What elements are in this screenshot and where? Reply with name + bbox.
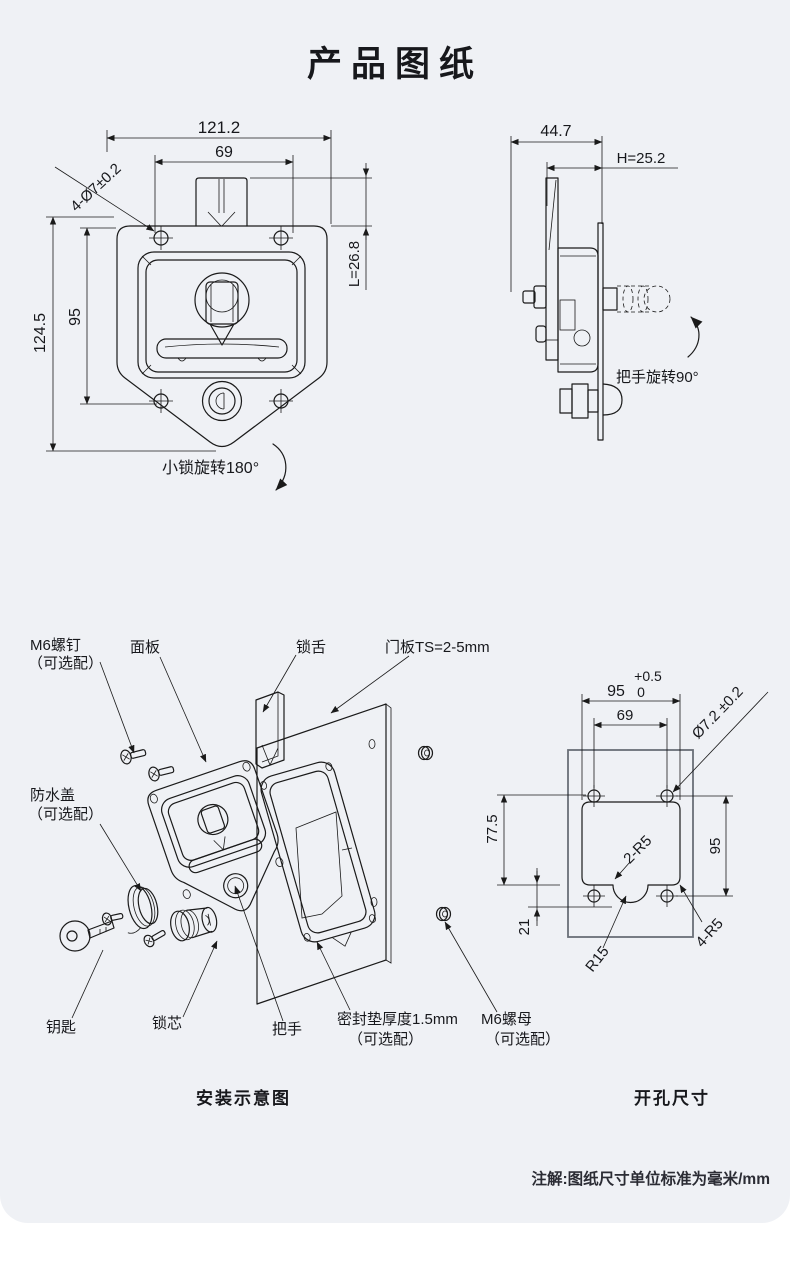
dim-left-height: 77.5	[484, 814, 501, 843]
label-waterproof-cover: 防水盖	[30, 787, 75, 804]
dim-top-corner-radius: 2-R5	[620, 832, 655, 867]
cover-screw-part	[101, 912, 124, 926]
page-title: 产品图纸	[306, 45, 483, 84]
m6-screw-part	[120, 749, 147, 765]
front-mounting-holes	[149, 226, 293, 413]
label-screw-optional: （可选配）	[28, 655, 103, 672]
label-gasket: 密封垫厚度1.5mm	[337, 1011, 458, 1028]
side-view-dimensions: 44.7 H=25.2	[510, 123, 678, 292]
cutout-dimensions: 95 +0.5 0 69 Ø7.2 ±0.2 77.5 95 21 2-R5	[484, 668, 769, 975]
key-part	[59, 920, 115, 952]
rotate-180-arrow-icon	[272, 443, 288, 491]
label-cover-optional: （可选配）	[28, 806, 103, 823]
side-rotate-note: 把手旋转90°	[616, 369, 699, 386]
dim-cutout-width: 95	[607, 683, 625, 700]
dim-cutout-hole-spacing-h: 95	[707, 838, 724, 855]
label-nut-optional: （可选配）	[485, 1031, 560, 1048]
label-lock-core: 锁芯	[152, 1015, 182, 1032]
side-view-drawing: 44.7 H=25.2 把手旋转90°	[510, 123, 703, 441]
unit-note: 注解:图纸尺寸单位标准为毫米/mm	[531, 1169, 770, 1188]
exploded-labels: M6螺钉 （可选配） 面板 锁舌 门板TS=2-5mm 防水盖 （可选配） 钥匙…	[28, 637, 560, 1048]
dim-overall-width: 121.2	[198, 118, 241, 137]
dim-notch-depth: 21	[516, 919, 533, 936]
label-door-panel: 门板TS=2-5mm	[385, 638, 490, 656]
label-key: 钥匙	[46, 1019, 76, 1036]
m6-nut-part	[417, 745, 434, 761]
label-panel: 面板	[130, 638, 160, 656]
front-panel-part	[147, 760, 284, 912]
dim-hole-spacing-width: 69	[215, 144, 233, 161]
exploded-view-caption: 安装示意图	[196, 1088, 291, 1108]
cutout-holes	[583, 785, 678, 907]
label-handle: 把手	[272, 1021, 302, 1038]
dim-cutout-hole-callout: Ø7.2 ±0.2	[689, 683, 747, 742]
cover-screw-part	[143, 929, 166, 948]
front-rotate-note: 小锁旋转180°	[162, 459, 259, 477]
m6-nut-part	[435, 906, 452, 922]
dim-latch-length: L=26.8	[346, 241, 363, 287]
front-view-drawing: 121.2 69 4-Ø7±0.2 124.5 95 L=26.8 小锁旋转18…	[32, 118, 372, 491]
dim-width-tol-lower: 0	[637, 684, 645, 700]
lock-core-part	[170, 906, 218, 942]
rotate-90-arrow-icon	[687, 316, 703, 358]
dim-grip-height: H=25.2	[617, 150, 666, 167]
dim-hole-spacing-height: 95	[67, 308, 84, 326]
door-panel-part	[256, 703, 392, 1005]
label-gasket-optional: （可选配）	[348, 1031, 423, 1048]
rear-housing-part	[295, 811, 353, 919]
dim-overall-height: 124.5	[32, 313, 49, 353]
cutout-view-caption: 开孔尺寸	[634, 1088, 710, 1108]
latch-tongue-part	[255, 691, 285, 769]
label-nut: M6螺母	[481, 1011, 532, 1028]
dim-corner-radius: 4-R5	[692, 915, 726, 951]
gasket-part	[260, 761, 376, 947]
dim-cutout-hole-spacing-w: 69	[617, 707, 634, 724]
dim-width-tol-upper: +0.5	[634, 668, 662, 684]
dim-depth: 44.7	[540, 123, 571, 140]
dim-hole-callout: 4-Ø7±0.2	[67, 160, 124, 215]
exploded-view-drawing: M6螺钉 （可选配） 面板 锁舌 门板TS=2-5mm 防水盖 （可选配） 钥匙…	[28, 637, 560, 1108]
dim-notch-radius: R15	[582, 943, 612, 975]
m6-screw-part	[148, 766, 175, 782]
label-latch-tongue: 锁舌	[296, 639, 326, 656]
label-screw: M6螺钉	[30, 637, 81, 654]
drawing-sheet-card	[0, 0, 790, 1223]
exploded-leader-lines	[71, 654, 498, 1022]
